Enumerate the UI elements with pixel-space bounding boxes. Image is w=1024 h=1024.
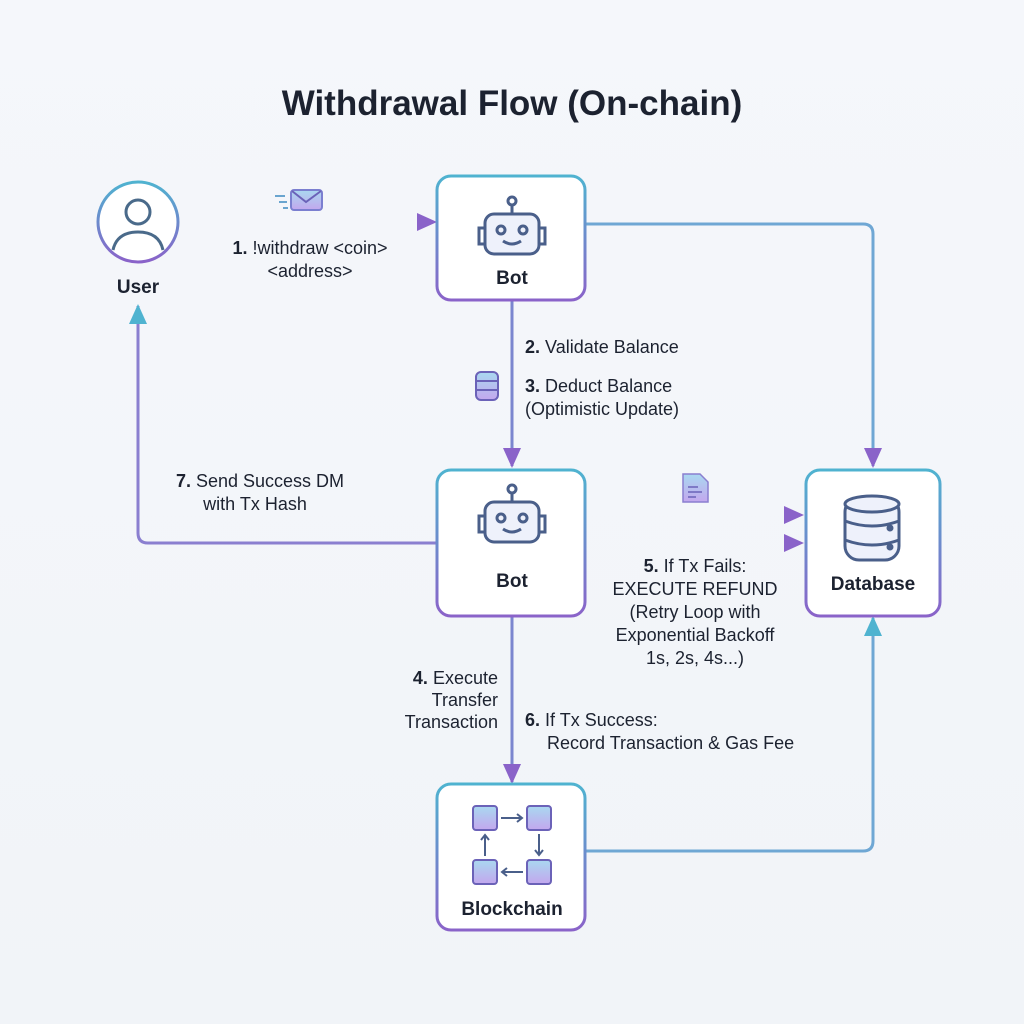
step-5-label: 5. If Tx Fails:EXECUTE REFUND(Retry Loop… [612,556,777,668]
blockchain-label: Blockchain [461,899,562,920]
robot-icon [477,195,547,256]
database-label: Database [831,574,916,595]
envelope-icon [275,189,323,211]
user-label: User [117,277,160,298]
robot-icon [477,483,547,544]
bot-node-middle: Bot [435,468,587,618]
document-icon [682,473,709,503]
bot-label: Bot [496,268,528,289]
bot-node-top: Bot [435,174,587,302]
arrow-bot-to-database [585,222,882,468]
database-node: Database [804,468,942,618]
user-icon [111,198,165,251]
bot-label: Bot [496,571,528,592]
step-2-label: 2. Validate Balance [525,337,679,357]
blockchain-icon [472,805,552,885]
arrow-blockchain-to-database [585,616,882,853]
step-6-label: 6. If Tx Success:Record Transaction & Ga… [525,710,794,753]
user-node: User [96,180,180,298]
step-3-label: 3. Deduct Balance(Optimistic Update) [525,376,679,419]
blockchain-node: Blockchain [435,782,587,932]
database-icon [475,371,499,401]
database-icon [843,494,901,562]
page-title: Withdrawal Flow (On-chain) [282,84,743,123]
arrow-bot-to-user [129,304,437,545]
step-1-label: 1. !withdraw <coin><address> [232,238,387,281]
